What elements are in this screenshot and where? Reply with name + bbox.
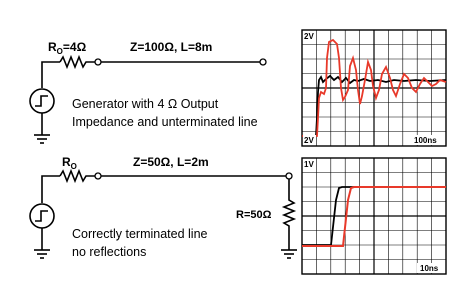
top-volts-label-bottom: 2V	[304, 136, 314, 145]
top-oscilloscope: 2V 2V 100ns	[301, 29, 447, 147]
bottom-left-wire	[41, 175, 60, 203]
bottom-line-end-node	[285, 172, 293, 180]
bottom-circuit: RO Z=50Ω, L=2m R=50Ω Correctly terminate…	[29, 155, 297, 259]
bottom-red-trace	[302, 186, 446, 247]
bottom-time-label: 10ns	[420, 264, 439, 273]
top-line-start-node	[94, 58, 102, 66]
top-ground-icon	[34, 134, 50, 144]
bottom-resistor	[59, 168, 95, 184]
bottom-description-line-1: Correctly terminated line	[72, 227, 208, 241]
bottom-termination-resistor	[281, 179, 297, 250]
top-description-line-2: Impedance and unterminated line	[72, 115, 258, 129]
termination-label: R=50Ω	[236, 209, 272, 221]
bottom-oscilloscope: 1V 10ns	[301, 157, 447, 275]
bottom-volts-label-bg	[303, 159, 314, 168]
top-generator-symbol	[29, 88, 55, 114]
top-black-trace	[302, 74, 447, 137]
bottom-ground-icon	[34, 249, 50, 259]
top-line-params: Z=100Ω, L=8m	[130, 40, 212, 54]
bottom-generator-symbol	[29, 203, 55, 229]
top-circuit: RO=4Ω Z=100Ω, L=8m Generator with 4 Ω Ou…	[29, 40, 267, 144]
bottom-step-icon	[35, 210, 48, 222]
top-time-label-bg	[413, 135, 443, 145]
top-line-end-node	[259, 58, 267, 66]
bottom-source-resistor-label: RO	[62, 155, 77, 171]
top-step-icon	[35, 95, 48, 107]
top-red-trace	[302, 38, 447, 137]
top-description-line-1: Generator with 4 Ω Output	[72, 97, 219, 111]
bottom-description-line-2: no reflections	[72, 245, 146, 259]
top-resistor	[59, 54, 95, 70]
top-source-resistor-label: RO=4Ω	[48, 40, 87, 56]
termination-ground-icon	[281, 249, 297, 259]
top-volts-label-bottom-bg	[303, 135, 316, 145]
top-time-label: 100ns	[414, 136, 437, 145]
top-volts-label-bg	[303, 31, 316, 40]
top-left-wire	[41, 61, 60, 88]
bottom-volts-label: 1V	[304, 160, 314, 169]
top-volts-label-top: 2V	[304, 32, 314, 41]
bottom-time-label-bg	[417, 263, 443, 273]
bottom-line-start-node	[94, 172, 102, 180]
bottom-line-params: Z=50Ω, L=2m	[133, 155, 209, 169]
